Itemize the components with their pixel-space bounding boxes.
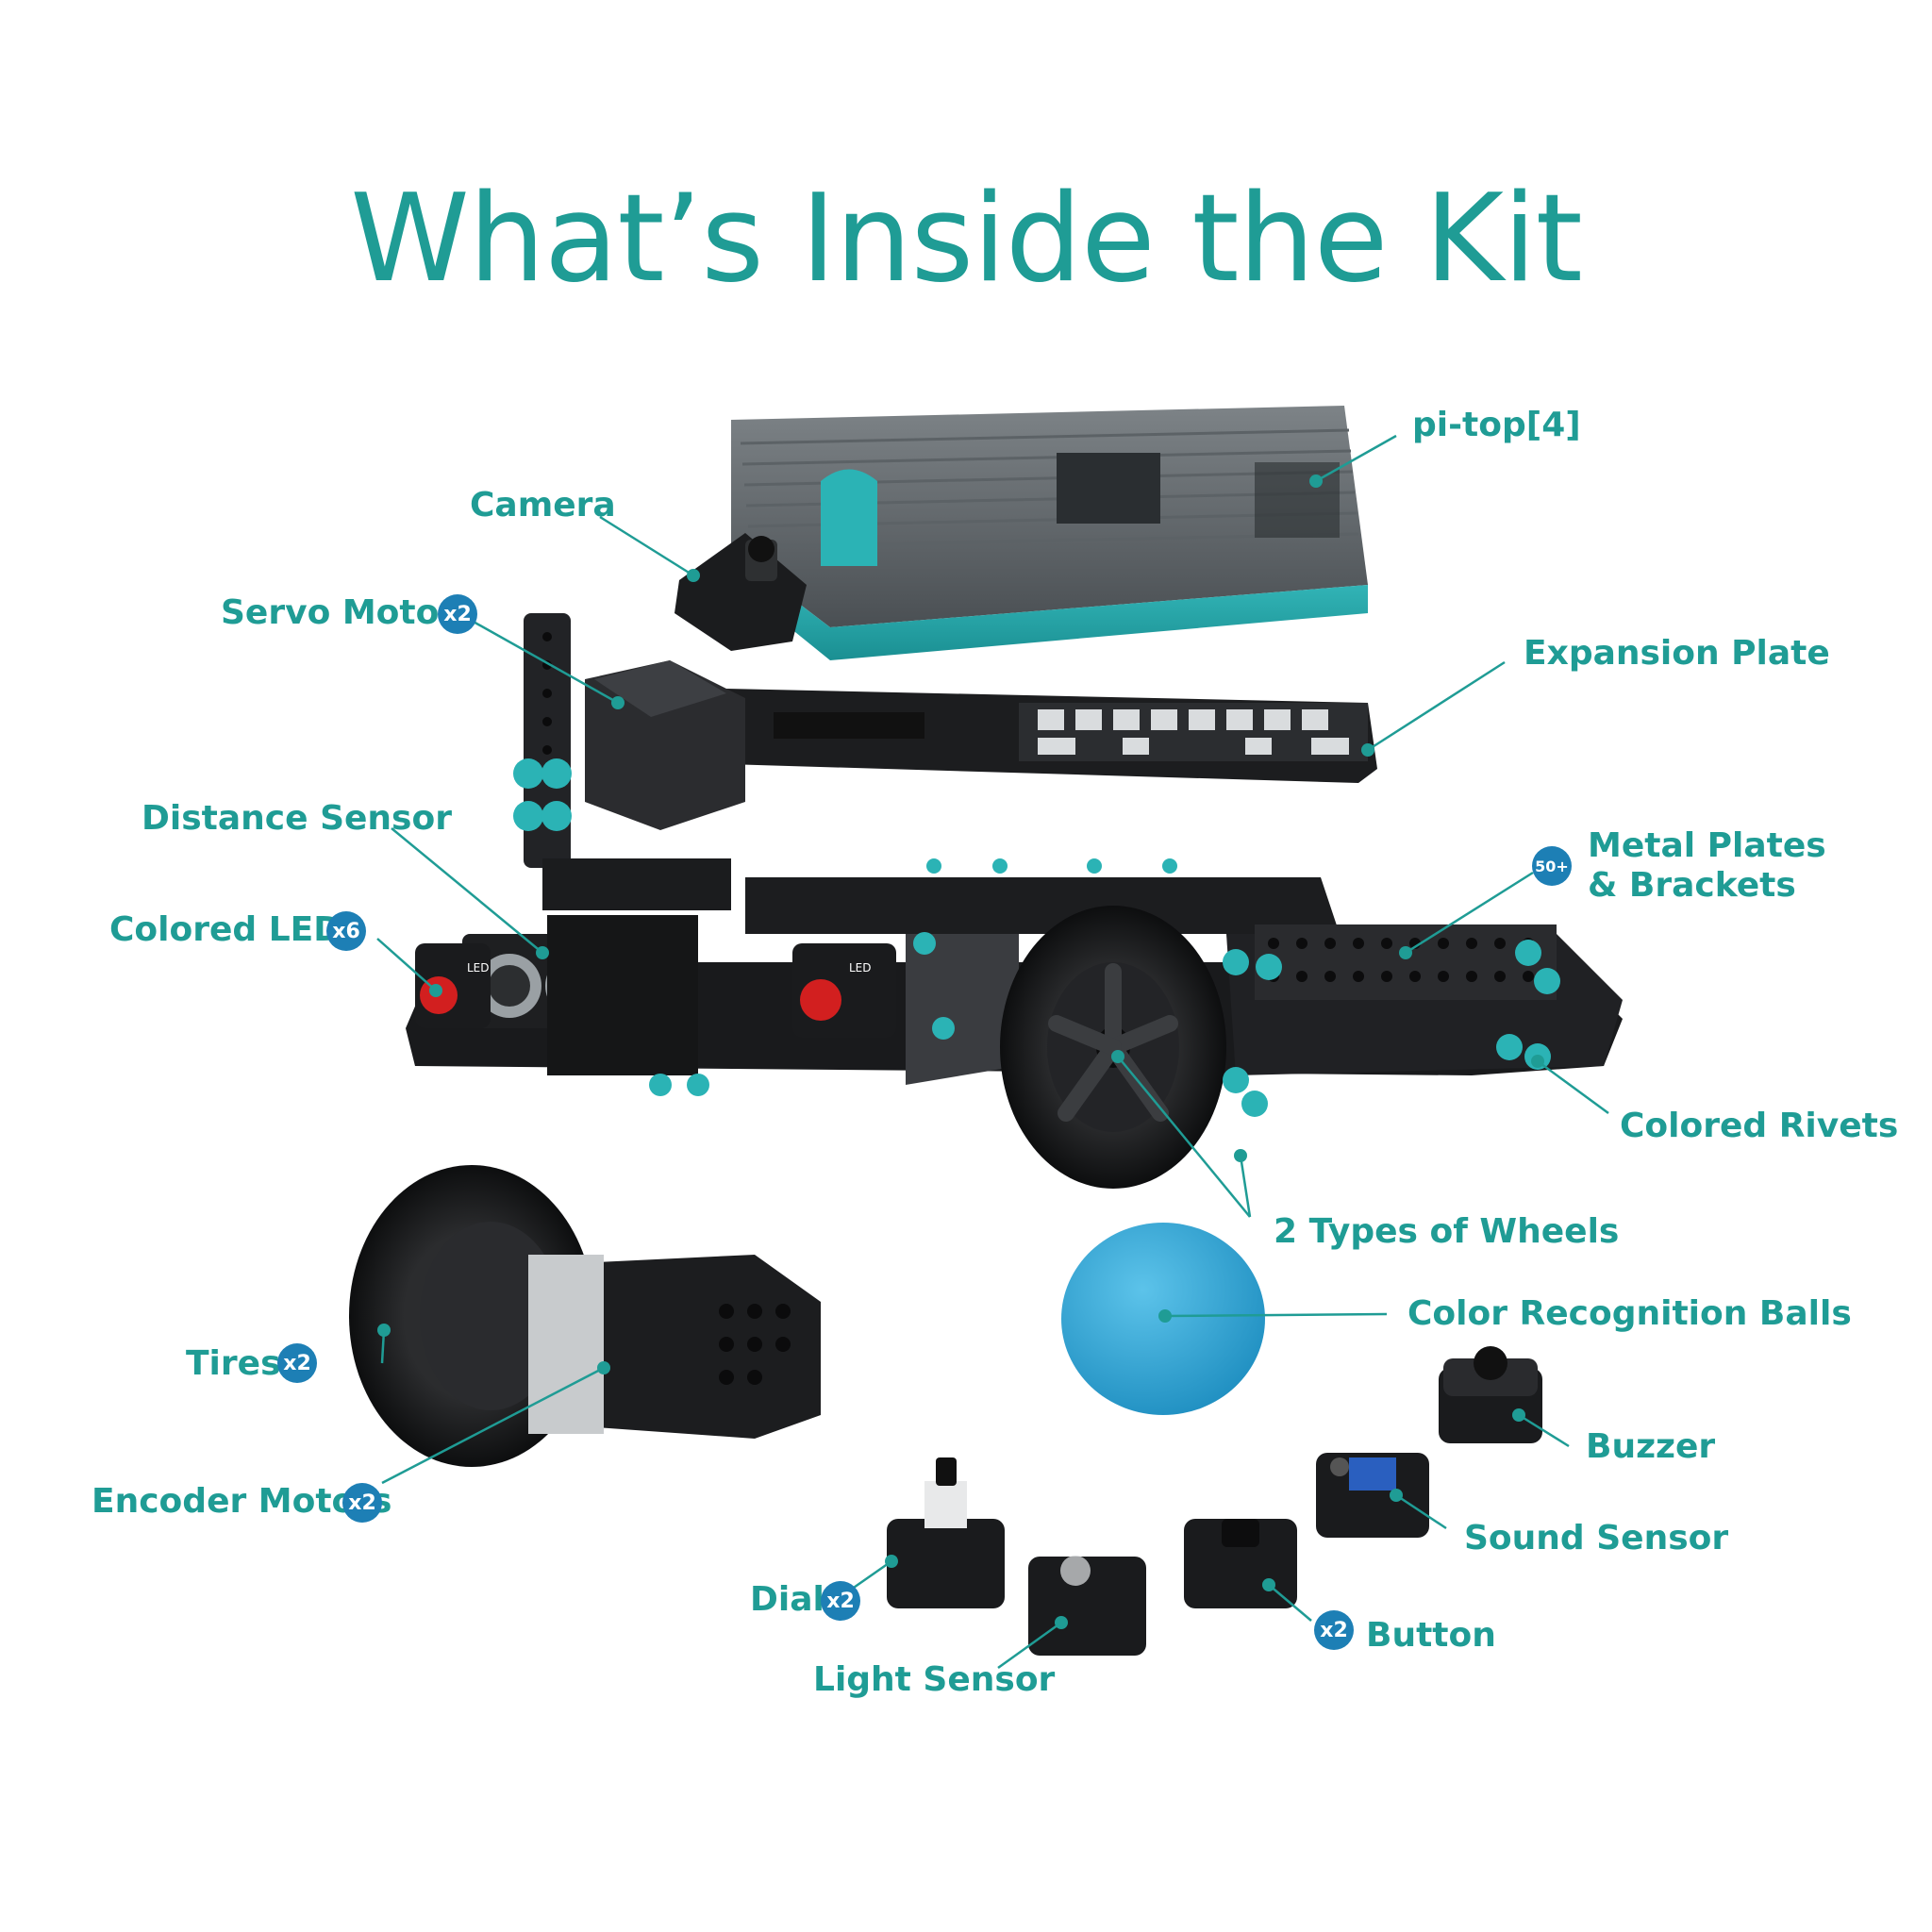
sound-sensor-module — [1316, 1453, 1429, 1538]
label-encoder-motors: Encoder Motors — [92, 1482, 392, 1521]
tire-and-encoder-motor — [349, 1165, 821, 1467]
pi-top-device — [731, 406, 1368, 660]
label-metal-plates-line2: & Brackets — [1588, 866, 1796, 905]
badge-button: x2 — [1314, 1610, 1354, 1650]
led-marking-left: LED — [467, 961, 490, 974]
badge-servo-motors: x2 — [438, 594, 477, 634]
page-title: What’s Inside the Kit — [350, 169, 1583, 309]
expansion-plate — [726, 689, 1377, 783]
label-buzzer: Buzzer — [1586, 1427, 1716, 1466]
label-button: Button — [1366, 1616, 1496, 1655]
leader-dots — [377, 475, 1544, 1629]
label-metal-plates: Metal Plates — [1588, 826, 1826, 865]
camera-module — [675, 533, 807, 651]
label-colored-rivets: Colored Rivets — [1620, 1107, 1899, 1145]
badge-tires: x2 — [277, 1343, 317, 1383]
label-tires: Tires — [186, 1344, 281, 1383]
buzzer-module — [1439, 1346, 1542, 1443]
label-color-balls: Color Recognition Balls — [1407, 1294, 1852, 1333]
badge-encoder-motors: x2 — [342, 1483, 382, 1523]
label-dial: Dial — [750, 1580, 824, 1619]
label-camera: Camera — [470, 486, 616, 525]
label-pi-top: pi-top[4] — [1412, 406, 1581, 444]
leader-lines — [376, 434, 1609, 1670]
badge-metal-plates: 50+ — [1532, 846, 1572, 886]
light-sensor-module — [1028, 1556, 1146, 1656]
badge-dial: x2 — [821, 1581, 860, 1621]
label-distance-sensor: Distance Sensor — [142, 799, 452, 838]
dial-module — [887, 1457, 1005, 1608]
label-colored-leds: Colored LEDs — [109, 910, 362, 949]
label-wheels: 2 Types of Wheels — [1274, 1212, 1620, 1251]
label-sound-sensor: Sound Sensor — [1464, 1519, 1729, 1557]
label-servo-motors: Servo Motors — [221, 593, 476, 632]
robot-chassis: LED LED — [406, 877, 1623, 1189]
led-marking-right: LED — [849, 961, 872, 974]
label-expansion-plate: Expansion Plate — [1524, 634, 1830, 673]
label-light-sensor: Light Sensor — [813, 1660, 1056, 1699]
badge-colored-leds: x6 — [326, 911, 366, 951]
